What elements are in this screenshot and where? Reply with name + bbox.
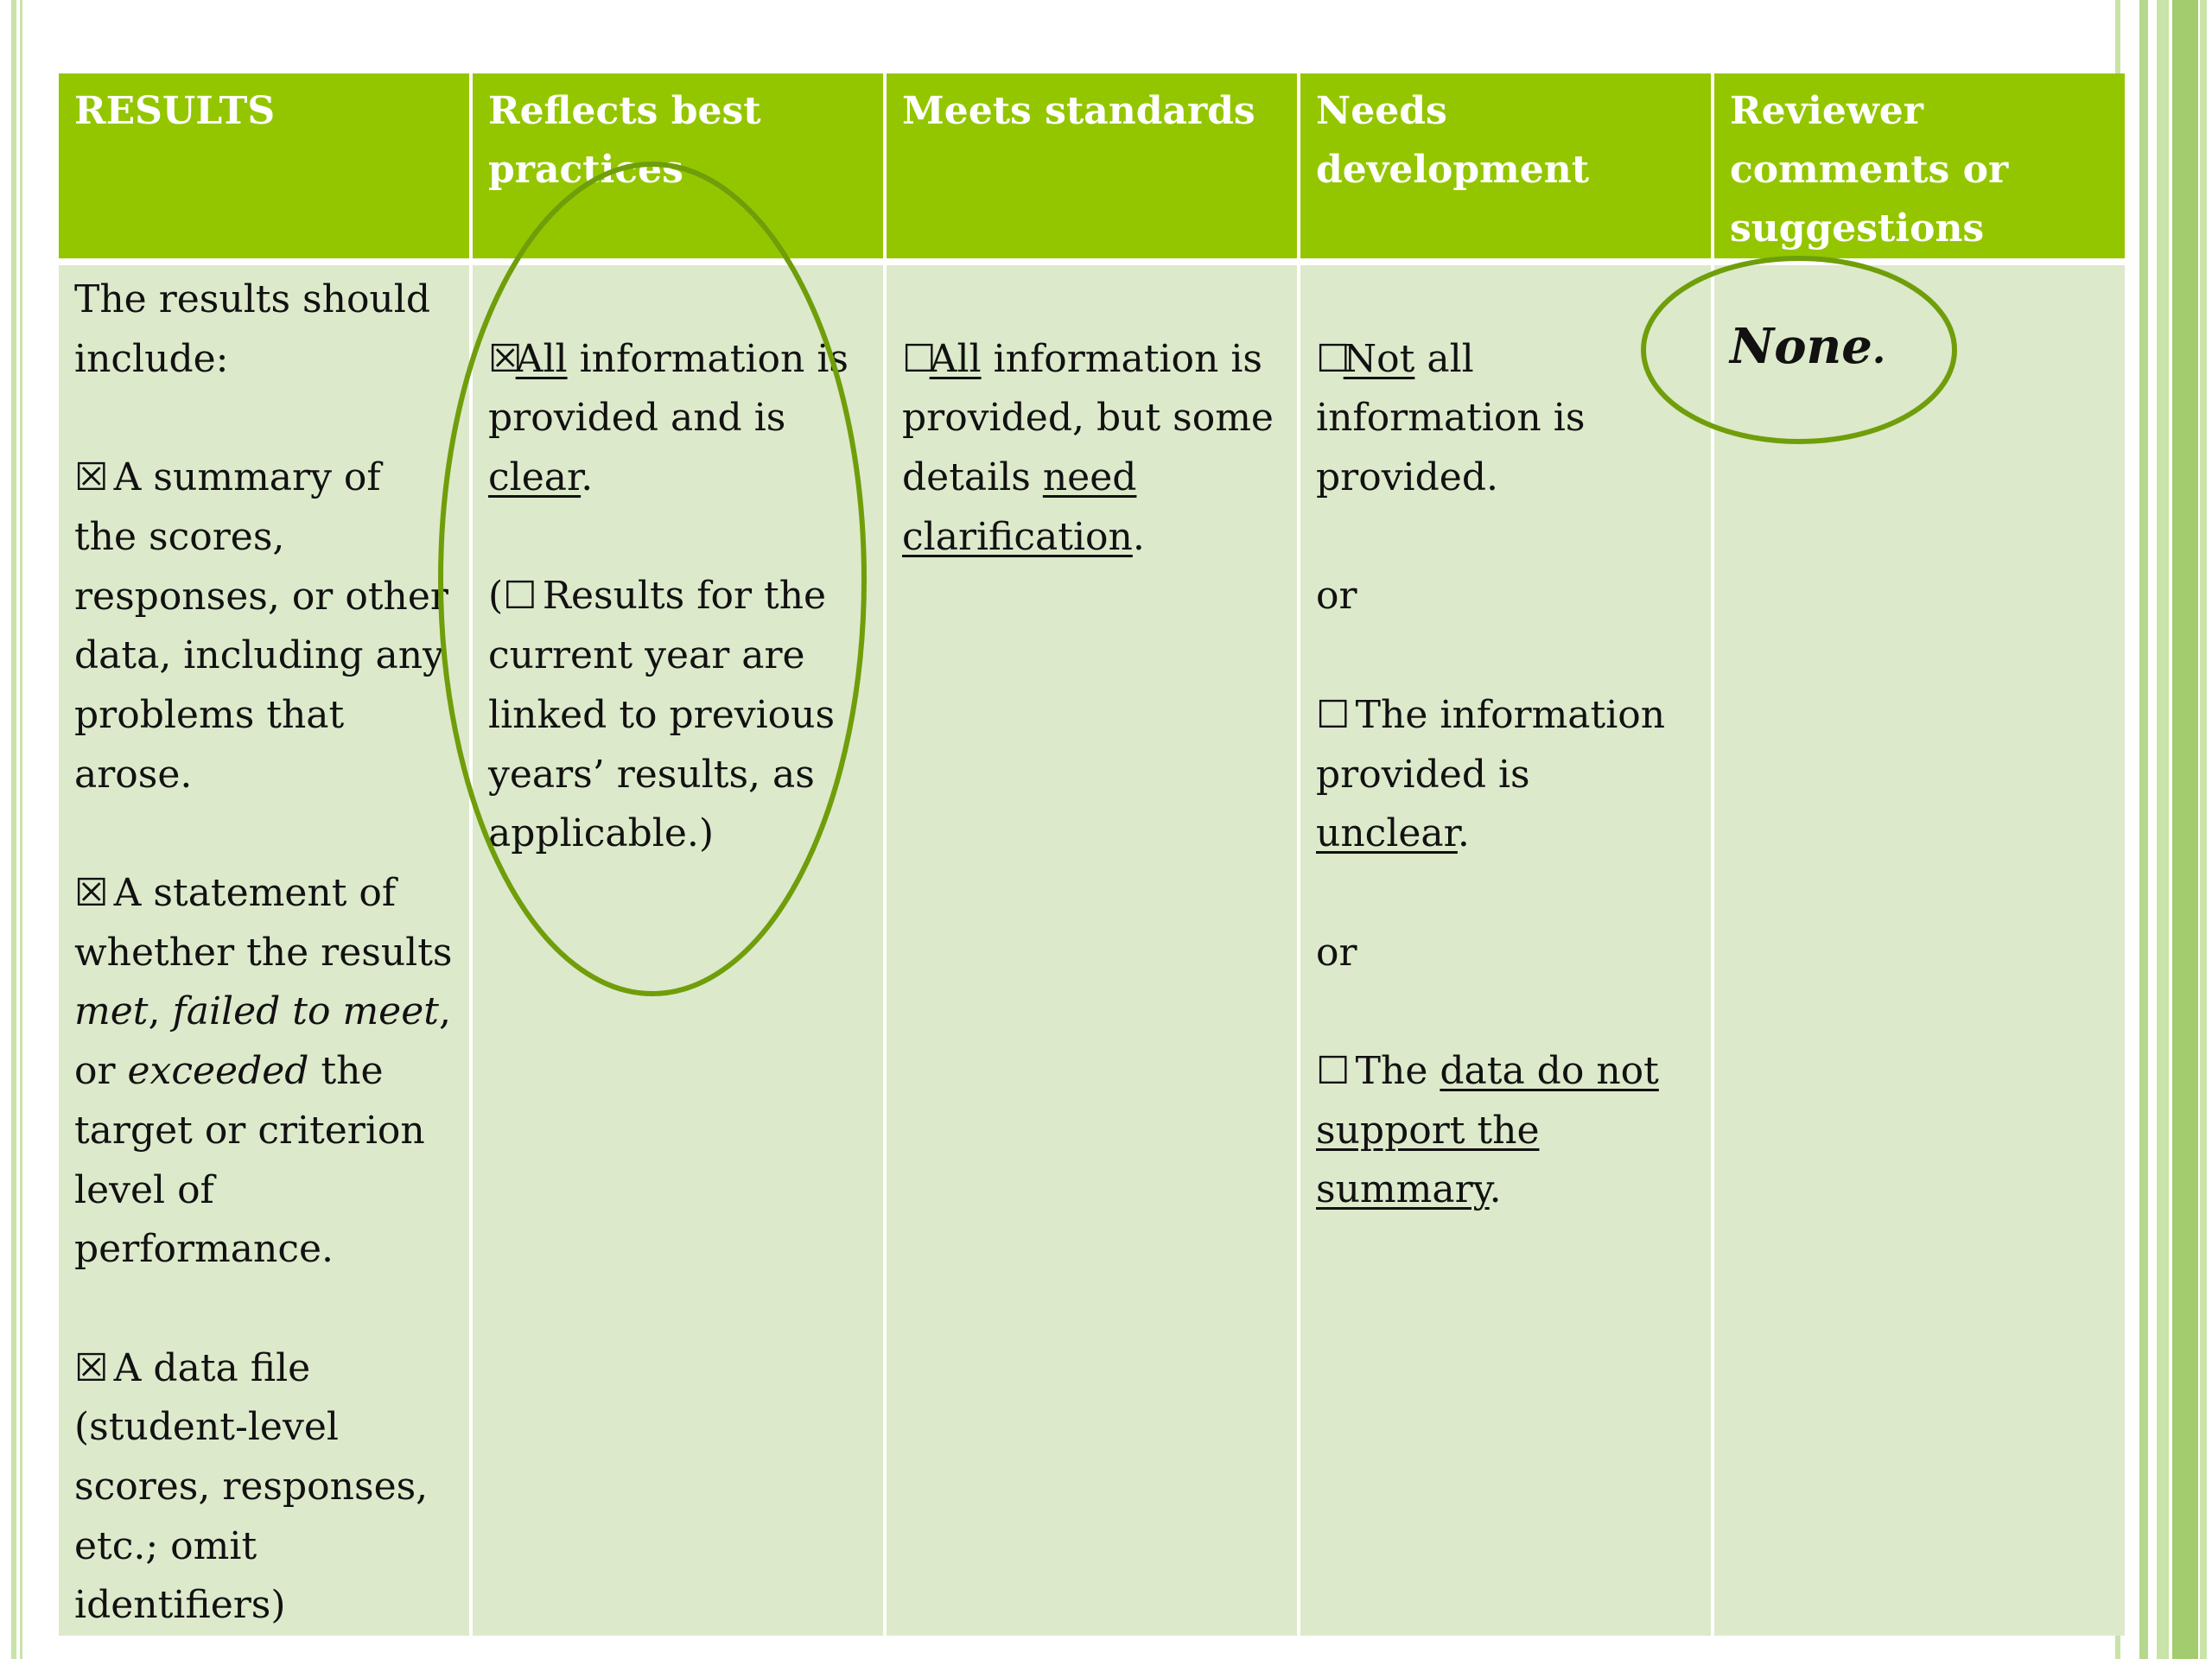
unclear-prefix-text: The information provided is <box>1316 692 1666 797</box>
period-text: . <box>1457 811 1470 856</box>
left-border-stripe-thin <box>20 0 22 1659</box>
unchecked-box-icon[interactable]: ☐ <box>1316 1049 1351 1094</box>
unchecked-box-icon[interactable]: ☐ <box>1316 336 1351 381</box>
or-separator: or <box>1316 574 1357 619</box>
criterion-summary-text: A summary of the scores, responses, or o… <box>74 455 448 797</box>
unchecked-box-icon[interactable]: ☐ <box>1316 692 1351 737</box>
results-criteria-cell: The results should include: ☒ A summary … <box>59 265 469 1637</box>
results-intro: The results should include: <box>74 277 431 381</box>
clear-text: clear <box>488 455 582 500</box>
needs-development-cell: ☐Not all information is provided. or ☐ T… <box>1300 265 1711 1637</box>
criterion-summary: ☒ A summary of the scores, responses, or… <box>74 448 454 804</box>
exceeded-text: exceeded <box>127 1049 309 1094</box>
needs-data-not-support: ☐ The data do not support the summary. <box>1316 1042 1695 1220</box>
checked-box-icon[interactable]: ☒ <box>74 871 109 915</box>
all-text: All <box>929 336 982 381</box>
not-all-text: all information is provided. <box>1316 336 1586 500</box>
right-border-decoration <box>2115 0 2212 1659</box>
header-meets-standards: Meets standards <box>887 73 1297 265</box>
best-practices-linked: (☐ Results for the current year are link… <box>488 567 868 864</box>
meets-standards-cell: ☐All information is provided, but some d… <box>887 265 1297 1637</box>
checked-box-icon[interactable]: ☒ <box>74 1345 109 1390</box>
checked-box-icon[interactable]: ☒ <box>74 455 109 500</box>
none-text: None <box>1730 318 1872 375</box>
all-text: All <box>515 336 568 381</box>
comma-text: , <box>148 989 173 1034</box>
needs-unclear: ☐ The information provided is unclear. <box>1316 686 1695 864</box>
header-needs-development: Needs development <box>1300 73 1711 265</box>
criterion-statement: ☒ A statement of whether the results met… <box>74 864 454 1280</box>
unchecked-box-icon[interactable]: ☐ <box>503 574 537 619</box>
unclear-text: unclear <box>1316 811 1458 856</box>
header-results: RESULTS <box>59 73 469 265</box>
linked-results-text: Results for the current year are linked … <box>488 574 836 856</box>
rubric-table: RESULTS Reflects best practices Meets st… <box>55 73 2128 1637</box>
period-text: . <box>581 455 594 500</box>
meets-standards-text: information is provided, but some detail… <box>902 336 1274 500</box>
header-best-practices: Reflects best practices <box>473 73 883 265</box>
best-practices-cell: ☒All information is provided and is clea… <box>473 265 883 1637</box>
the-text: The <box>1343 1049 1440 1094</box>
reviewer-comments-cell: None. <box>1714 265 2125 1637</box>
met-text: met <box>74 989 149 1034</box>
left-border-stripe <box>11 0 16 1659</box>
failed-to-meet-text: failed to meet <box>172 989 439 1034</box>
checked-box-icon[interactable]: ☒ <box>488 336 523 381</box>
need-clarification-text: need clarification <box>902 455 1137 559</box>
period-text: . <box>1872 328 1886 372</box>
header-reviewer-comments: Reviewer comments or suggestions <box>1714 73 2125 265</box>
period-text: . <box>1132 514 1145 559</box>
data-not-support-text: data do not support the summary <box>1316 1049 1659 1212</box>
criterion-statement-end: the target or criterion level of perform… <box>74 1049 425 1272</box>
unchecked-box-icon[interactable]: ☐ <box>902 336 937 381</box>
results-row: The results should include: ☒ A summary … <box>59 265 2125 1637</box>
header-row: RESULTS Reflects best practices Meets st… <box>59 73 2125 265</box>
reviewer-comment: None. <box>1730 317 1885 381</box>
best-practices-statement: ☒All information is provided and is clea… <box>488 330 868 508</box>
criterion-statement-text: A statement of whether the results <box>74 871 453 975</box>
needs-not-all: ☐Not all information is provided. <box>1316 330 1695 508</box>
criterion-data-file-text: A data file (student-level scores, respo… <box>74 1345 429 1628</box>
paren-open: ( <box>488 574 504 619</box>
meets-standards-statement: ☐All information is provided, but some d… <box>902 330 1281 568</box>
criterion-data-file: ☒ A data file (student-level scores, res… <box>74 1339 454 1637</box>
period-text: . <box>1489 1167 1502 1212</box>
or-text: , or <box>74 989 451 1094</box>
not-text: Not <box>1343 336 1415 381</box>
or-separator: or <box>1316 930 1357 975</box>
